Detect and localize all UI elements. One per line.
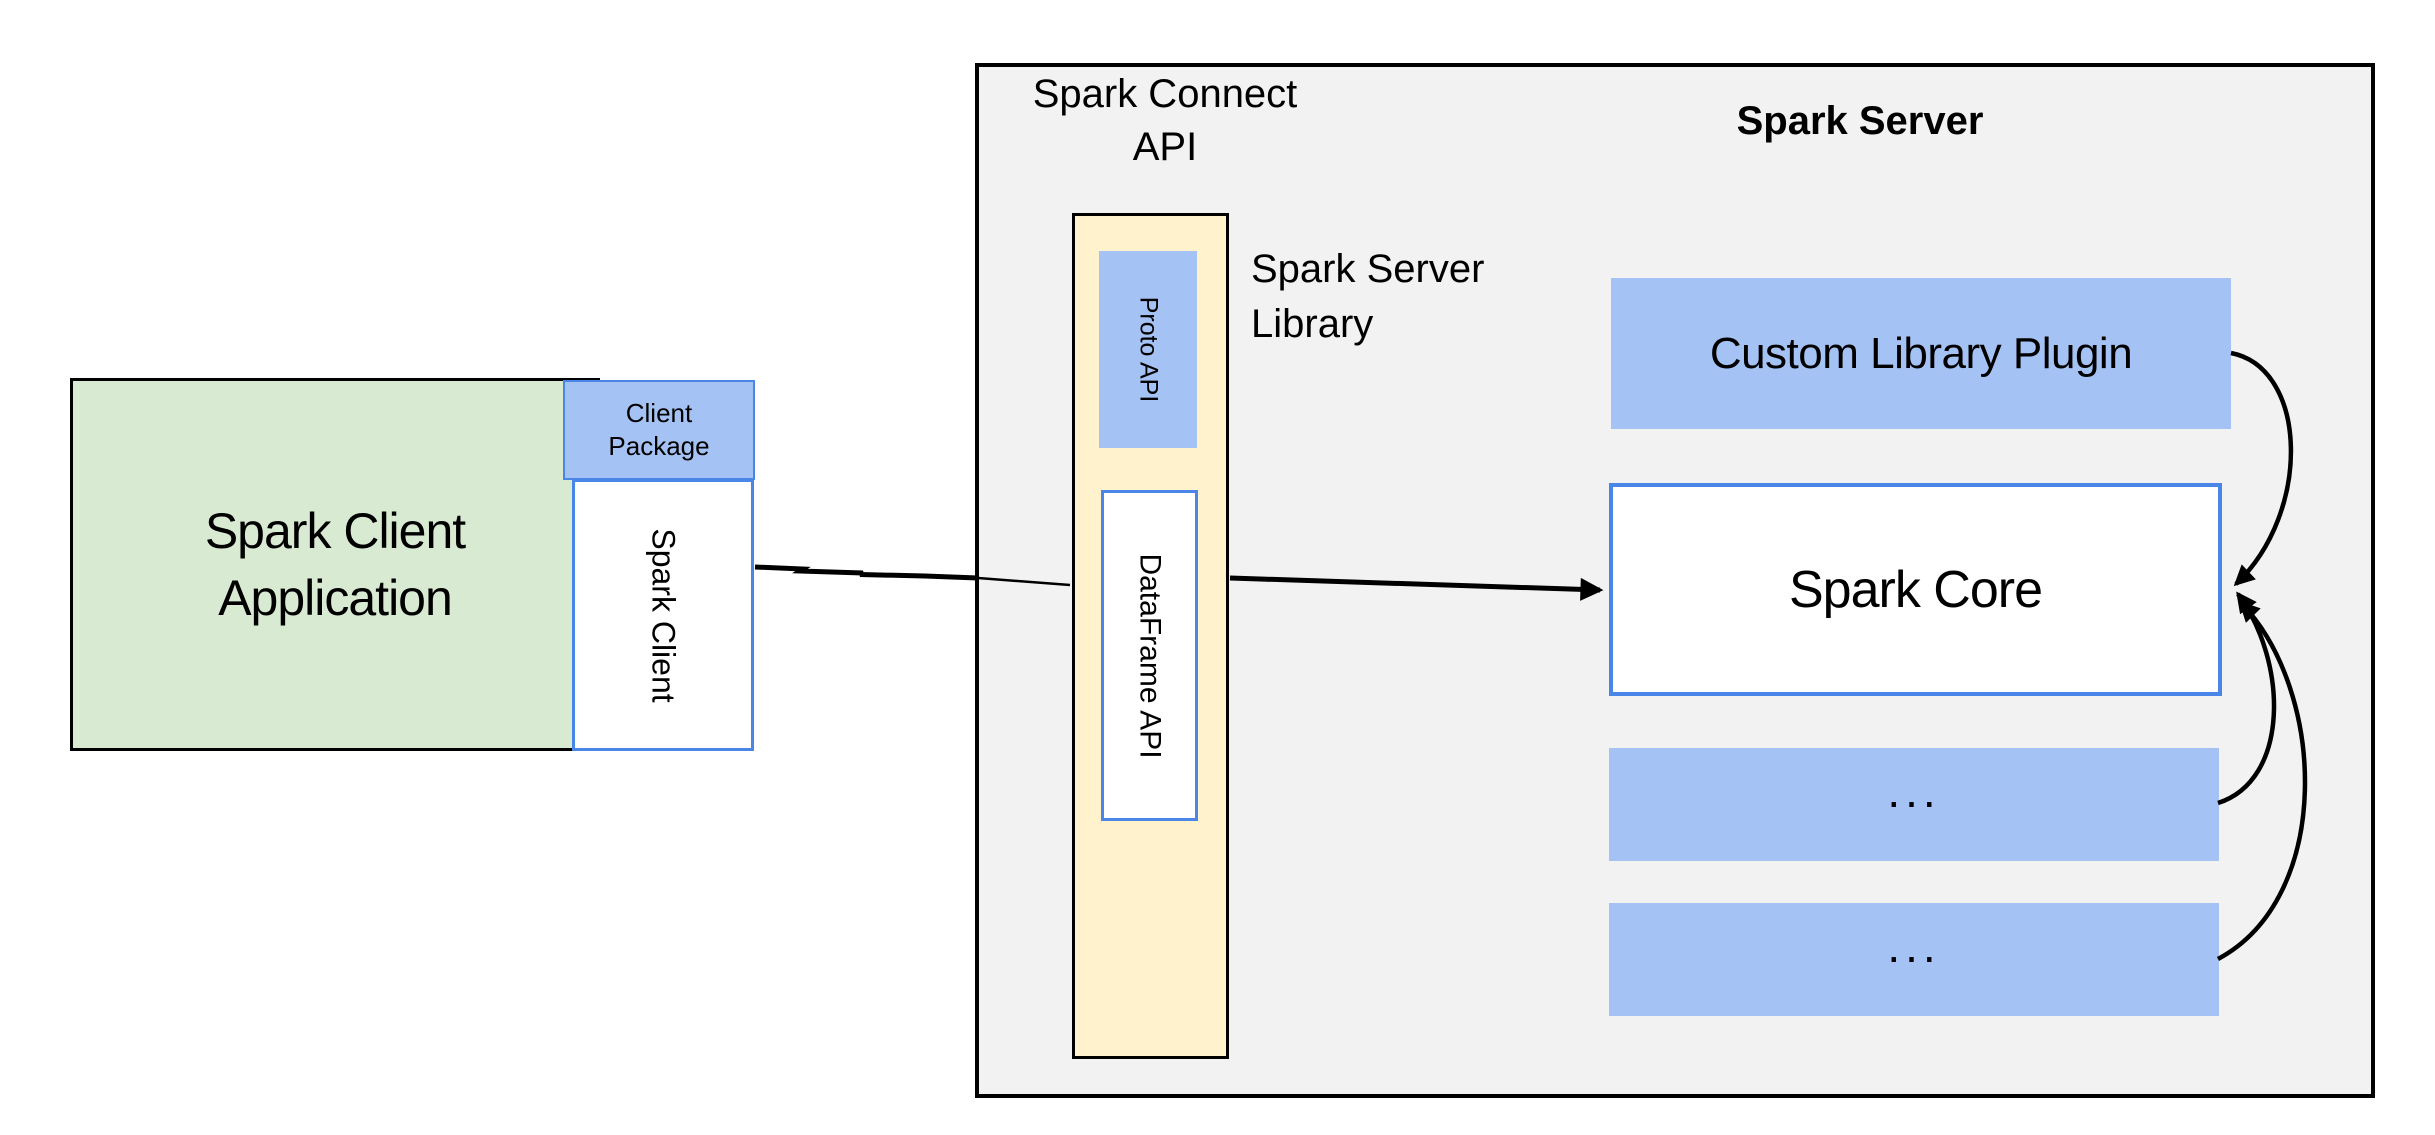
spark-client-label: Spark Client [645, 527, 682, 703]
spark-server-library-label: Spark Server Library [1251, 247, 1485, 346]
spark-client-box: Spark Client [572, 479, 754, 751]
proto-api-label: Proto API [1134, 296, 1163, 403]
dataframe-api-label: DataFrame API [1133, 552, 1167, 759]
arrow-client-to-connect-api [754, 564, 979, 581]
dataframe-api-box: DataFrame API [1101, 490, 1198, 821]
custom-library-plugin-label: Custom Library Plugin [1709, 328, 2133, 378]
ellipsis-label-2: ... [1887, 919, 1941, 972]
ellipsis-label-1: ... [1887, 764, 1941, 817]
ellipsis-box-1: ... [1609, 748, 2219, 861]
custom-library-plugin-box: Custom Library Plugin [1611, 278, 2231, 429]
client-package-box: Client Package [563, 380, 755, 480]
client-package-label: Client Package [608, 398, 710, 461]
ellipsis-box-2: ... [1609, 903, 2219, 1016]
spark-core-box: Spark Core [1609, 483, 2222, 696]
spark-core-label: Spark Core [1789, 560, 2043, 619]
spark-client-application-label: Spark Client Application [204, 502, 466, 626]
spark-connect-api-label: Spark Connect API [1032, 72, 1298, 169]
spark-server-label: Spark Server [1736, 99, 1984, 143]
spark-client-application-box: Spark Client Application [70, 378, 600, 751]
proto-api-box: Proto API [1099, 251, 1197, 448]
